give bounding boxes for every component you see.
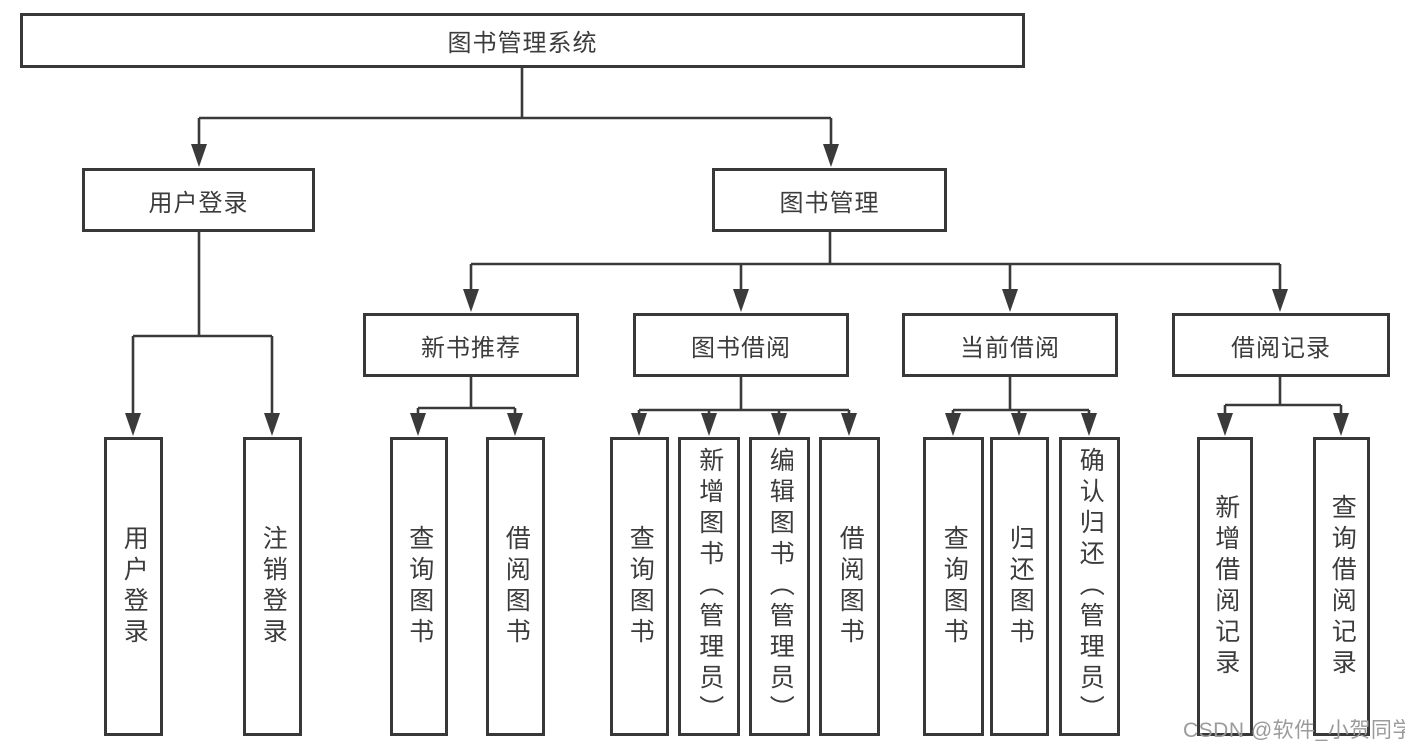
leaf-current-query-books-label: 查询图书: [940, 524, 969, 649]
leaf-edit-books-admin-label: 编辑图书（管理员）: [766, 447, 795, 726]
node-user-login: 用户登录: [82, 168, 315, 232]
node-user-login-label: 用户登录: [148, 189, 249, 217]
leaf-borrow-query-books-label: 查询图书: [626, 524, 655, 649]
leaf-current-query-books: 查询图书: [923, 437, 984, 736]
node-borrow-records: 借阅记录: [1172, 313, 1390, 377]
leaf-query-borrow-record-label: 查询借阅记录: [1328, 493, 1357, 680]
leaf-add-books-admin-label: 新增图书（管理员）: [695, 447, 724, 726]
leaf-user-login: 用户登录: [104, 437, 163, 736]
node-current-borrow: 当前借阅: [902, 313, 1118, 377]
node-book-borrow-label: 图书借阅: [691, 334, 791, 362]
node-book-borrow: 图书借阅: [633, 313, 849, 377]
node-book-management-label: 图书管理: [779, 189, 880, 217]
leaf-return-books: 归还图书: [990, 437, 1049, 736]
leaf-recommend-borrow-books-label: 借阅图书: [502, 524, 531, 649]
leaf-add-borrow-record: 新增借阅记录: [1197, 437, 1253, 736]
node-current-borrow-label: 当前借阅: [960, 334, 1060, 362]
leaf-recommend-query-books-label: 查询图书: [405, 524, 434, 649]
leaf-add-borrow-record-label: 新增借阅记录: [1211, 493, 1240, 680]
leaf-borrow-books-label: 借阅图书: [836, 524, 865, 649]
leaf-logout: 注销登录: [243, 437, 302, 736]
leaf-confirm-return-admin: 确认归还（管理员）: [1059, 437, 1120, 736]
leaf-borrow-query-books: 查询图书: [610, 437, 669, 736]
leaf-add-books-admin: 新增图书（管理员）: [678, 437, 740, 736]
watermark-text: CSDN @软件_小贺同学: [1183, 719, 1405, 742]
node-root: 图书管理系统: [20, 13, 1025, 68]
leaf-user-login-label: 用户登录: [120, 524, 149, 649]
node-new-book-recommend-label: 新书推荐: [421, 334, 521, 362]
node-root-label: 图书管理系统: [447, 30, 598, 57]
leaf-query-borrow-record: 查询借阅记录: [1313, 437, 1370, 736]
node-new-book-recommend: 新书推荐: [363, 313, 579, 377]
leaf-recommend-query-books: 查询图书: [390, 437, 448, 736]
leaf-return-books-label: 归还图书: [1006, 524, 1035, 649]
leaf-logout-label: 注销登录: [259, 524, 288, 649]
arrowheads: [125, 144, 1349, 436]
leaf-recommend-borrow-books: 借阅图书: [486, 437, 545, 736]
leaf-edit-books-admin: 编辑图书（管理员）: [749, 437, 810, 736]
node-book-management: 图书管理: [712, 168, 947, 232]
leaf-confirm-return-admin-label: 确认归还（管理员）: [1076, 447, 1105, 726]
node-borrow-records-label: 借阅记录: [1231, 334, 1331, 362]
leaf-borrow-books: 借阅图书: [819, 437, 880, 736]
